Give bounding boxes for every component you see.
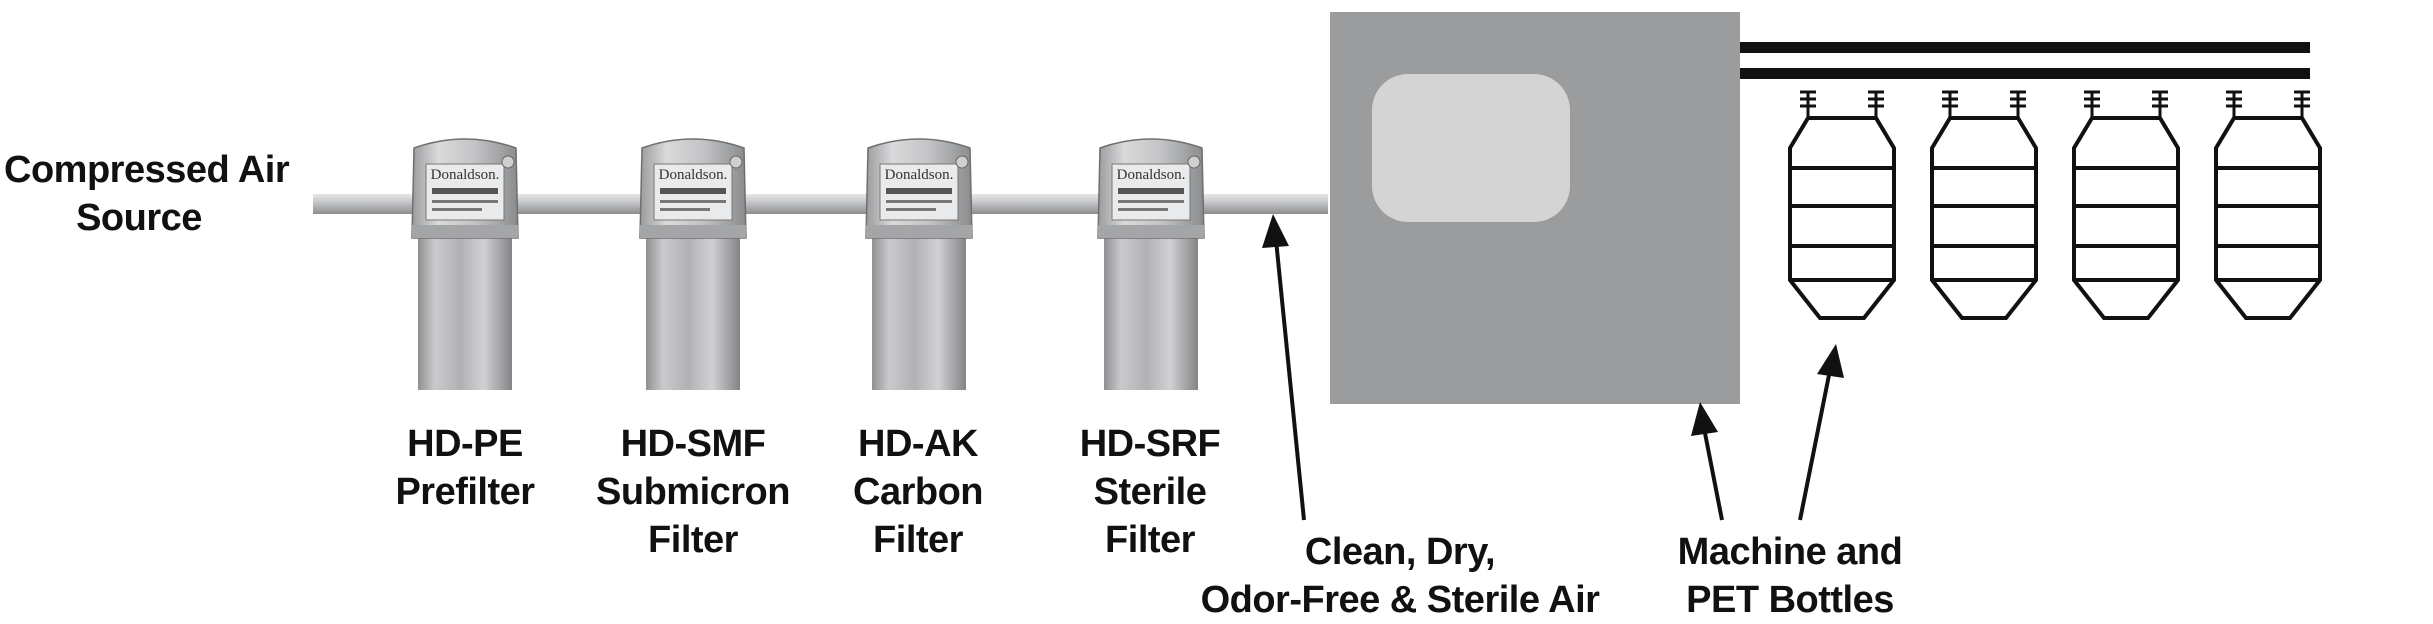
machine-window	[1372, 74, 1570, 222]
bottle-gripper	[1942, 90, 2026, 118]
filter-head-band	[1098, 225, 1204, 238]
filter-bowl	[1104, 238, 1198, 390]
compressed-air-source-label: Compressed Air Source	[4, 149, 290, 239]
arrow-clean-air	[1262, 214, 1306, 521]
bottle-body	[1930, 116, 2038, 320]
bottle-ribs	[1932, 166, 2036, 282]
pet-bottle	[2214, 90, 2322, 320]
pet-bottle	[2072, 90, 2180, 320]
filter-model: HD-AK	[858, 423, 978, 465]
bottle-body	[2072, 116, 2180, 320]
filter-desc: Carbon	[853, 471, 984, 513]
pet-bottle	[1788, 90, 1896, 320]
filter-desc: Filter	[873, 519, 963, 561]
filter-desc: Submicron	[596, 471, 790, 513]
bottle-ribs	[2074, 166, 2178, 282]
bottle-body	[1788, 116, 1896, 320]
arrow-bottles	[1798, 344, 1844, 521]
filter-label-hd-pe: HD-PE Prefilter	[365, 420, 565, 516]
brand-stripe	[1118, 200, 1184, 203]
bottle-gripper	[2226, 90, 2310, 118]
brand-stripe	[432, 208, 482, 211]
arrowhead-icon	[1262, 214, 1289, 248]
filter-brand: Donaldson.	[431, 167, 500, 183]
brand-stripe	[660, 208, 710, 211]
filter-unit-hd-ak: Donaldson.	[865, 138, 973, 390]
filter-unit-hd-pe: Donaldson.	[411, 138, 519, 390]
filter-head-band	[412, 225, 518, 238]
arrow-machine	[1691, 402, 1724, 521]
bottle-gripper	[2084, 90, 2168, 118]
gauge-knob	[729, 155, 743, 169]
filter-unit-hd-srf: Donaldson.	[1097, 138, 1205, 390]
arrowhead-icon	[1817, 344, 1844, 378]
brand-stripe	[660, 200, 726, 203]
bottle-ribs	[1790, 166, 1894, 282]
gauge-knob	[1187, 155, 1201, 169]
filter-bowl	[418, 238, 512, 390]
filter-label-hd-srf: HD-SRF Sterile Filter	[1050, 420, 1250, 564]
conveyor-rail-top	[1740, 42, 2310, 53]
filter-head-band	[640, 225, 746, 238]
filter-bowl	[646, 238, 740, 390]
clean-air-label: Clean, Dry, Odor-Free & Sterile Air	[1200, 531, 1600, 621]
air-pipe	[313, 194, 1328, 214]
filter-desc: Prefilter	[395, 471, 535, 513]
brand-stripe	[660, 188, 726, 194]
filter-brand: Donaldson.	[1117, 167, 1186, 183]
brand-stripe	[432, 188, 498, 194]
filter-head-band	[866, 225, 972, 238]
filter-brand: Donaldson.	[659, 167, 728, 183]
filter-unit-hd-smf: Donaldson.	[639, 138, 747, 390]
filter-brand: Donaldson.	[885, 167, 954, 183]
bottle-gripper	[1800, 90, 1884, 118]
gauge-knob	[501, 155, 515, 169]
filter-label-hd-smf: HD-SMF Submicron Filter	[588, 420, 798, 564]
brand-stripe	[1118, 188, 1184, 194]
filter-model: HD-PE	[407, 423, 523, 465]
brand-stripe	[886, 188, 952, 194]
brand-stripe	[886, 200, 952, 203]
filter-label-hd-ak: HD-AK Carbon Filter	[818, 420, 1018, 564]
conveyor-rail-bottom	[1740, 68, 2310, 79]
bottle-body	[2214, 116, 2322, 320]
bottle-ribs	[2216, 166, 2320, 282]
filter-desc: Filter	[1105, 519, 1195, 561]
filter-model: HD-SMF	[620, 423, 766, 465]
arrowhead-icon	[1691, 402, 1718, 436]
gauge-knob	[955, 155, 969, 169]
filter-bowl	[872, 238, 966, 390]
machine-bottles-label: Machine and PET Bottles	[1677, 531, 1903, 621]
brand-stripe	[432, 200, 498, 203]
brand-stripe	[1118, 208, 1168, 211]
filter-desc: Sterile	[1093, 471, 1207, 513]
filter-model: HD-SRF	[1079, 423, 1221, 465]
brand-stripe	[886, 208, 936, 211]
pet-bottle	[1930, 90, 2038, 320]
filter-desc: Filter	[648, 519, 738, 561]
